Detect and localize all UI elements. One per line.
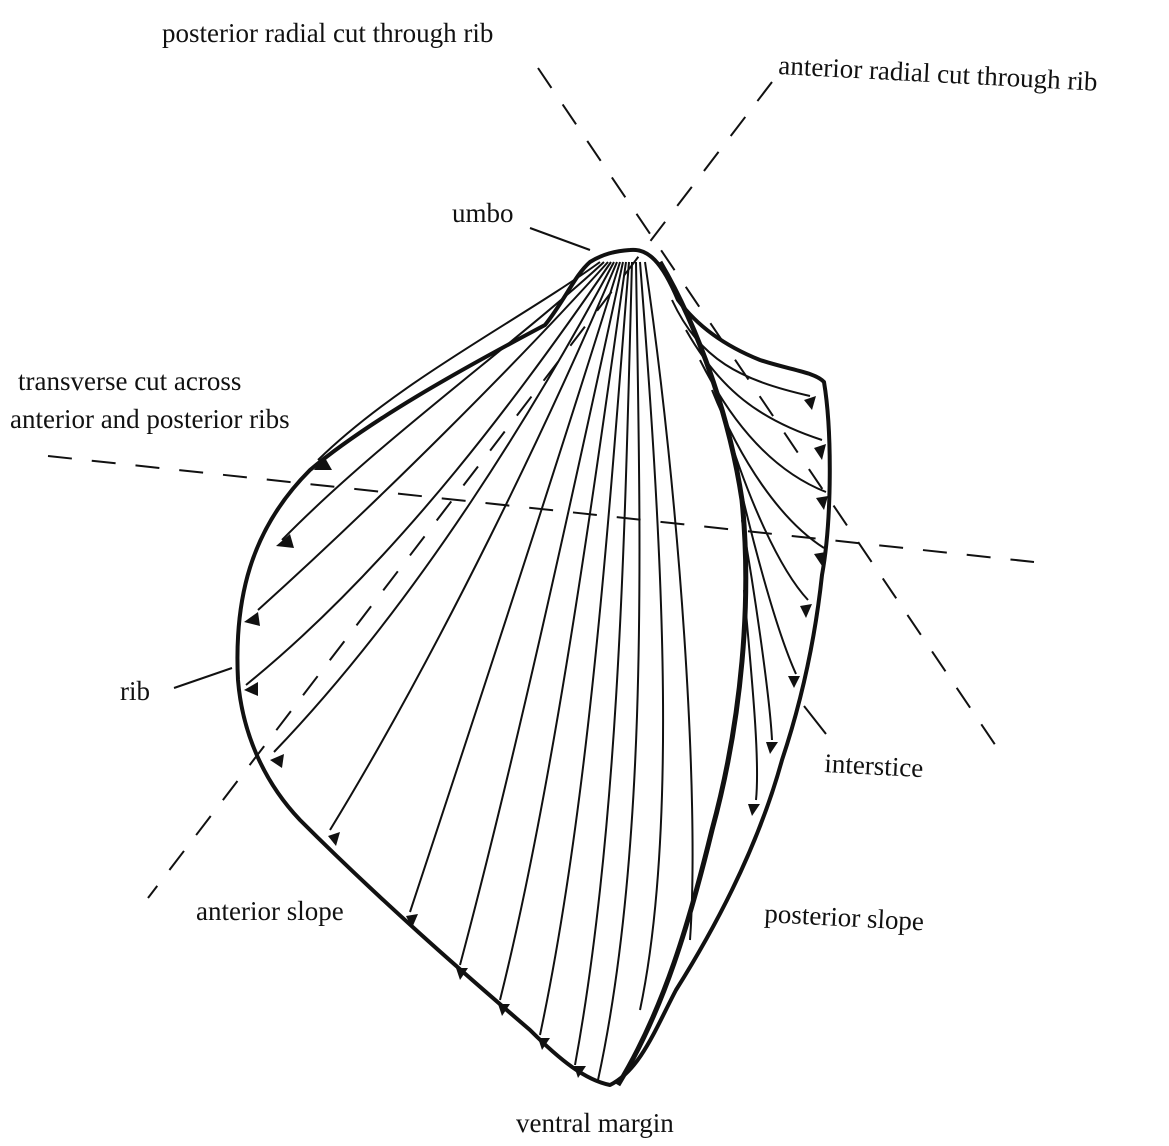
transverse-cut-label-line2: anterior and posterior ribs bbox=[10, 404, 290, 434]
anterior-slope-label: anterior slope bbox=[196, 896, 344, 926]
posterior-slope-label: posterior slope bbox=[764, 898, 925, 936]
interstice-leader bbox=[804, 706, 826, 734]
interstice-label: interstice bbox=[824, 748, 924, 783]
umbo-leader bbox=[530, 228, 590, 250]
rib-leader bbox=[174, 668, 232, 688]
transverse-cut-label-line1: transverse cut across bbox=[18, 366, 241, 396]
rib-label: rib bbox=[120, 676, 150, 706]
umbo-label: umbo bbox=[452, 198, 514, 228]
posterior-radial-cut-label: posterior radial cut through rib bbox=[162, 18, 493, 48]
anterior-radial-cut-label: anterior radial cut through rib bbox=[778, 50, 1099, 97]
ventral-margin-label: ventral margin bbox=[516, 1108, 674, 1138]
